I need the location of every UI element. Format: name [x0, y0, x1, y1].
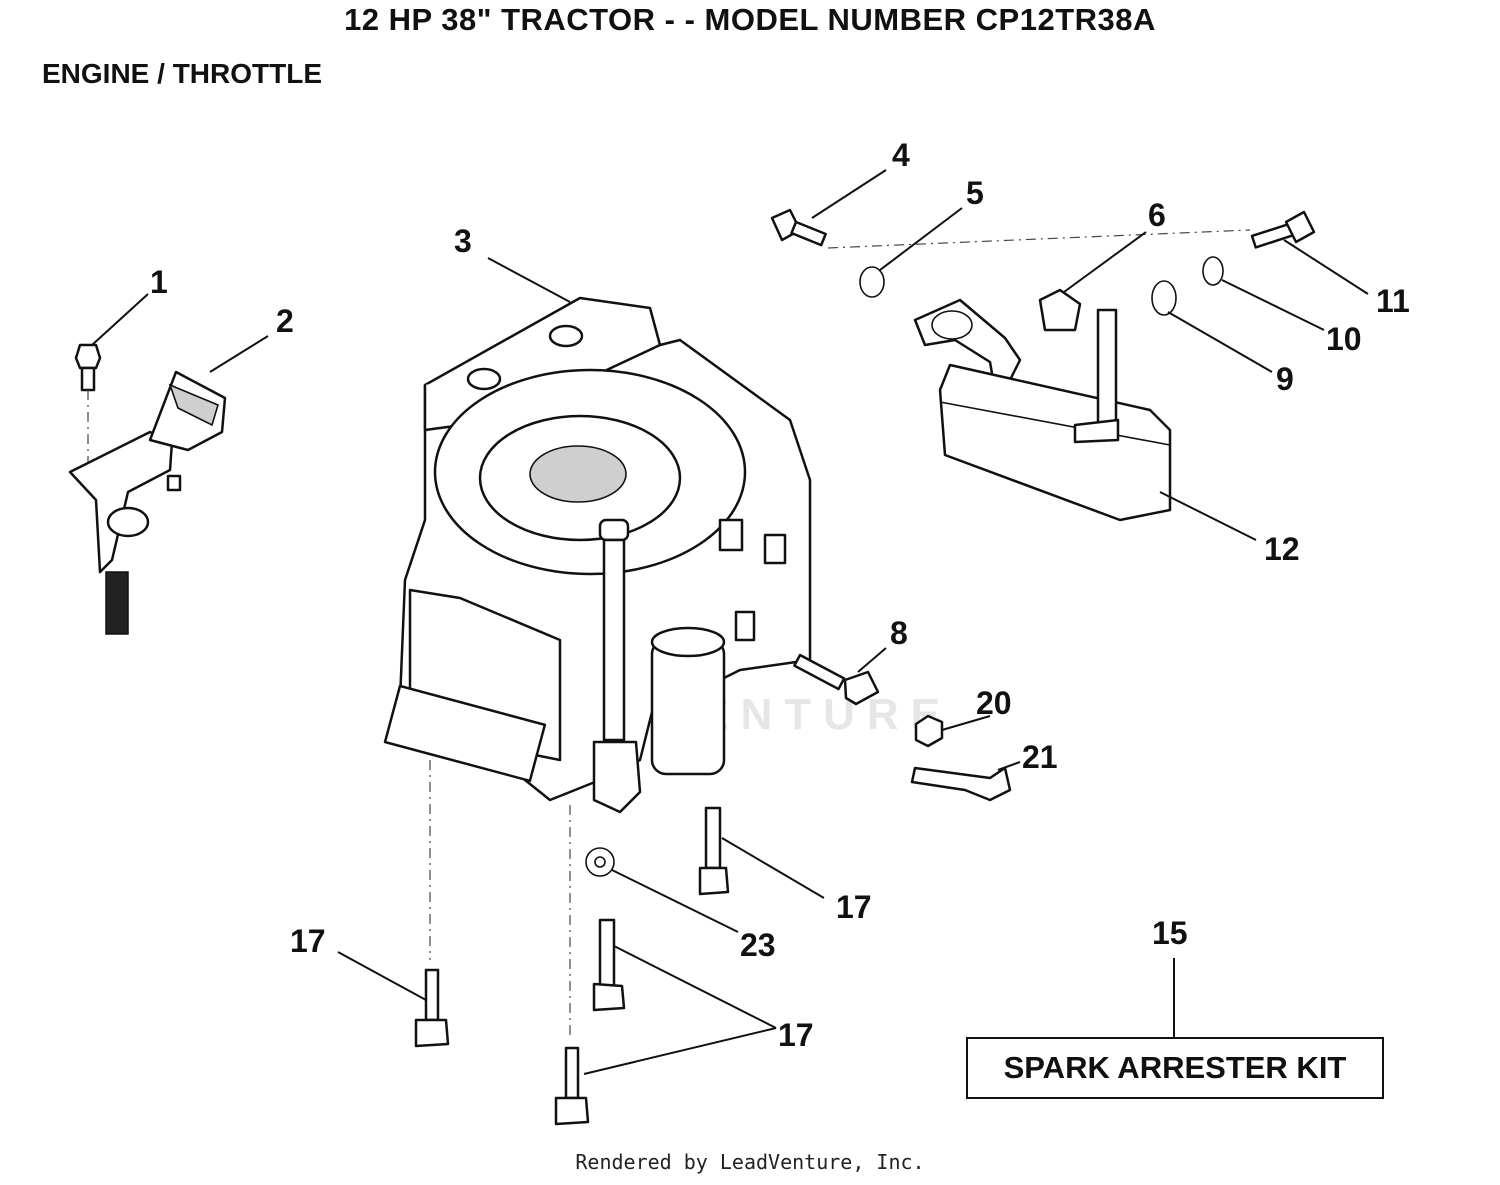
callout-15: 15 — [1152, 915, 1188, 951]
nut-20[interactable] — [914, 714, 944, 748]
clamp-21[interactable] — [910, 766, 1012, 802]
bolt-17-right[interactable] — [698, 806, 730, 896]
callout-21: 21 — [1022, 739, 1058, 775]
callout-20: 20 — [976, 685, 1012, 721]
callout-4: 4 — [892, 137, 910, 173]
muffler-assembly[interactable] — [770, 208, 1316, 522]
callout-17-left: 17 — [290, 923, 326, 959]
callout-5: 5 — [966, 175, 984, 211]
callout-17-right: 17 — [836, 889, 872, 925]
leader-lines — [91, 169, 1369, 1075]
bolt-17-bottom[interactable] — [554, 1046, 590, 1126]
footer-credit: Rendered by LeadVenture, Inc. — [575, 1150, 925, 1174]
spark-arrester-kit-box[interactable]: SPARK ARRESTER KIT — [966, 1037, 1384, 1099]
throttle-assembly[interactable] — [68, 343, 227, 635]
callout-11: 11 — [1376, 283, 1410, 319]
diagram-title: 12 HP 38" TRACTOR - - MODEL NUMBER CP12T… — [344, 2, 1156, 37]
washer-23[interactable] — [585, 847, 615, 877]
engine[interactable] — [383, 296, 812, 1040]
callout-3: 3 — [454, 223, 472, 259]
callout-9: 9 — [1276, 361, 1294, 397]
callout-17-bottom: 17 — [778, 1017, 814, 1053]
callout-numbers: 1 2 3 4 5 6 8 9 10 11 12 15 17 17 17 20 … — [150, 137, 1410, 1053]
section-title: ENGINE / THROTTLE — [42, 58, 322, 89]
callout-12: 12 — [1264, 531, 1300, 567]
callout-8: 8 — [890, 615, 908, 651]
callout-23: 23 — [740, 927, 776, 963]
bolt-8[interactable] — [793, 653, 880, 706]
callout-6: 6 — [1148, 197, 1166, 233]
bolt-17-left[interactable] — [414, 968, 450, 1048]
callout-1: 1 — [150, 264, 168, 300]
callout-2: 2 — [276, 303, 294, 339]
callout-10: 10 — [1326, 321, 1362, 357]
bolt-17-mid[interactable] — [592, 918, 626, 1012]
